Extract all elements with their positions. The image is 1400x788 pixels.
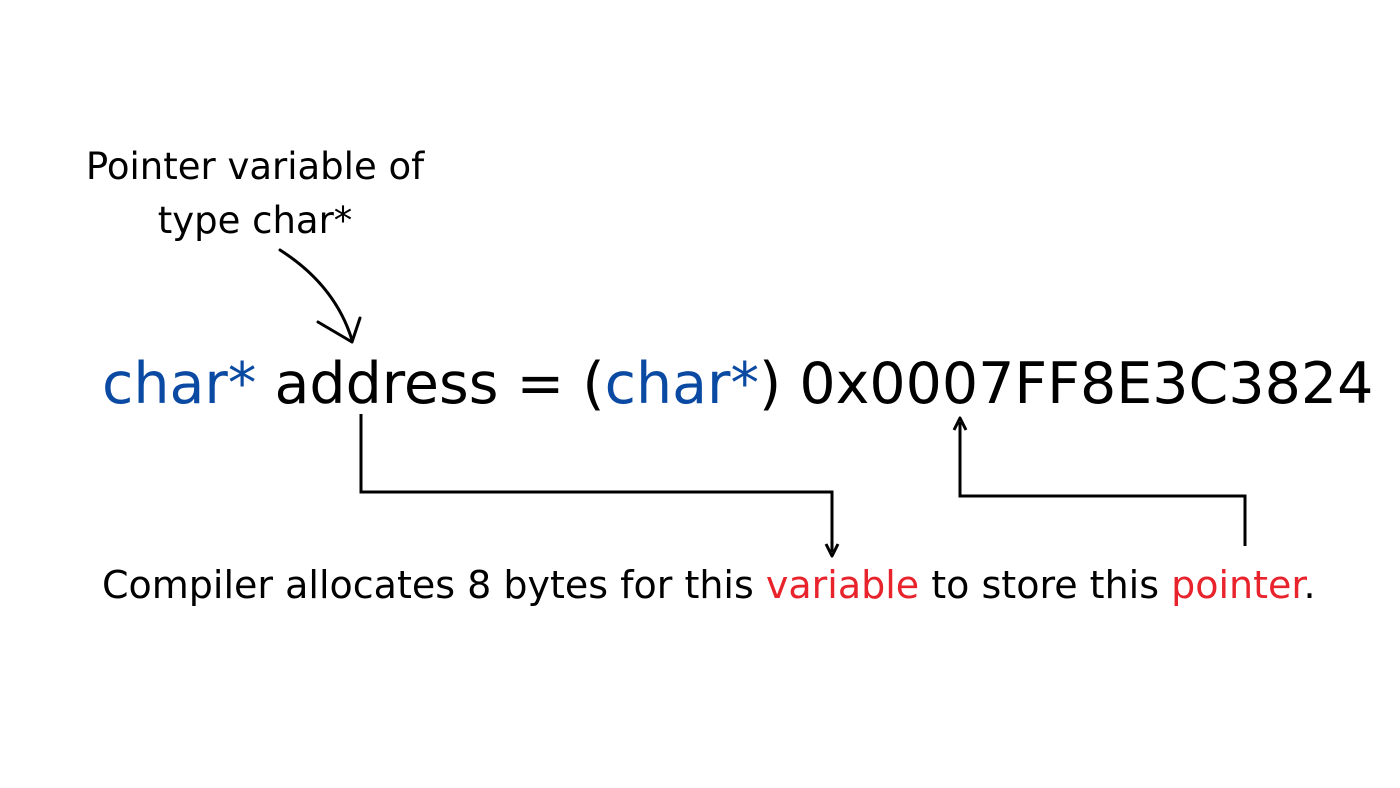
curved-arrow-to-address [278,248,354,342]
address-value-arrow-head [952,416,968,431]
variable-name-assignment: address = ( [256,351,605,417]
caption-part-2: to store this [919,563,1172,607]
annotation-line-1: Pointer variable of [85,145,425,188]
compiler-allocation-caption: Compiler allocates 8 bytes for this vari… [102,560,1316,610]
caption-part-3: . [1303,563,1316,607]
pointer-variable-annotation: Pointer variable of type char* [60,140,450,248]
curved-arrow-head [316,316,362,344]
type-keyword-char-pointer: char* [102,351,257,417]
code-statement: char* address = (char*) 0x0007FF8E3C3824 [102,348,1373,420]
connector-pointer-to-address-value [958,422,1247,546]
connector-address-to-variable [359,414,834,552]
caption-highlight-pointer: pointer [1171,563,1304,607]
annotation-line-2: type char* [157,199,353,242]
caption-part-1: Compiler allocates 8 bytes for this [102,563,766,607]
variable-arrow-head [824,543,840,558]
caption-highlight-variable: variable [765,563,920,607]
address-value: ) 0x0007FF8E3C3824 [758,351,1374,417]
cast-type-char-pointer: char* [604,351,759,417]
